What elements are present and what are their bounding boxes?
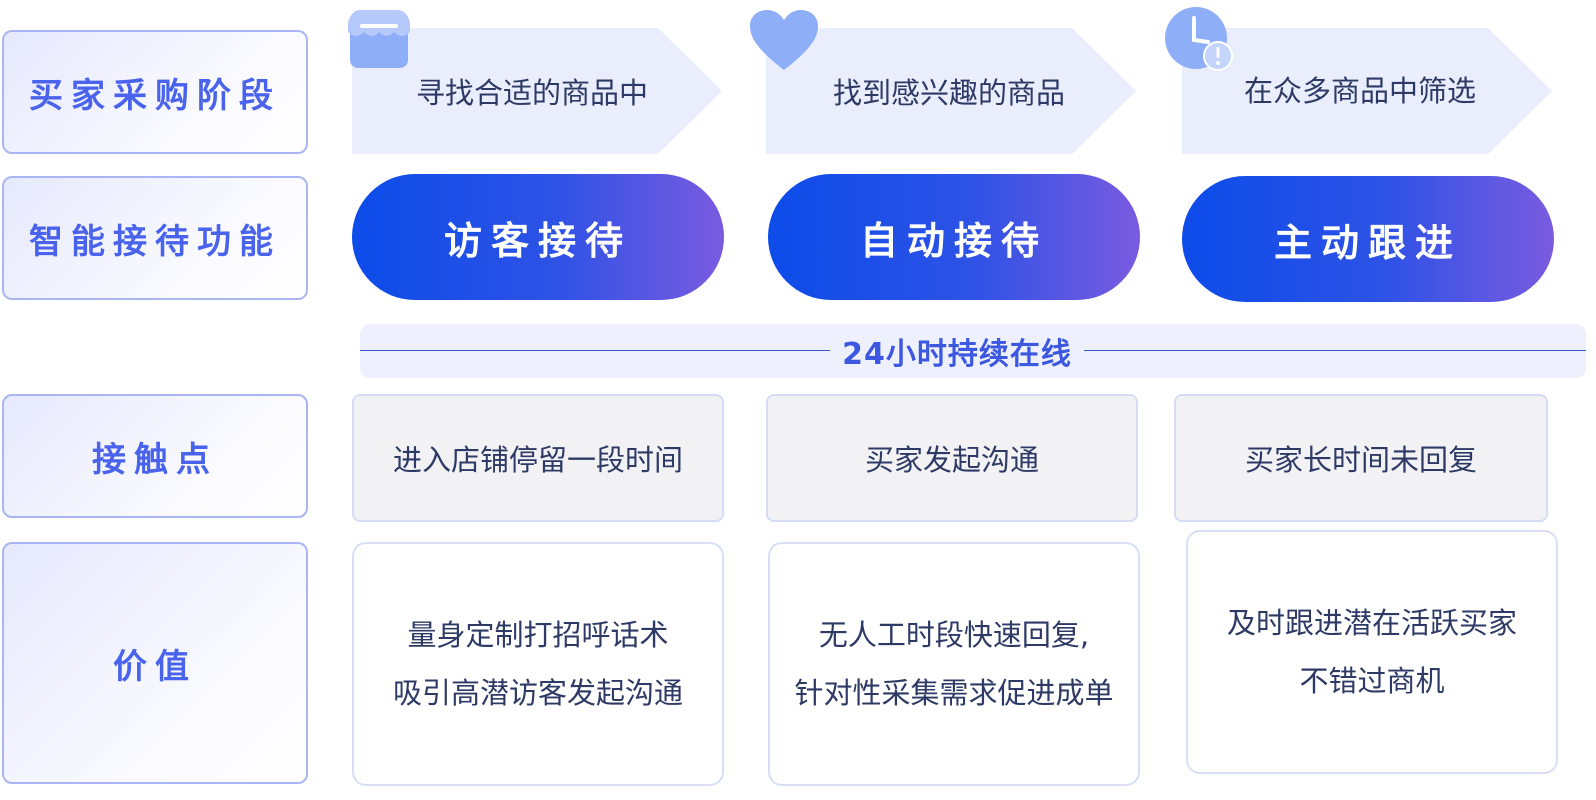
row-label-feature-text: 智能接待功能 xyxy=(29,221,281,262)
store-icon xyxy=(346,8,412,70)
value-text-3-line2: 不错过商机 xyxy=(1299,664,1445,698)
band-line-right xyxy=(1084,350,1586,351)
row-label-value-text: 价值 xyxy=(113,646,197,687)
clock-alert-icon xyxy=(1164,6,1236,76)
touchpoint-box-3: 买家长时间未回复 xyxy=(1174,394,1548,522)
row-label-touchpoint-text: 接触点 xyxy=(92,439,218,480)
value-text-2-line2: 针对性采集需求促进成单 xyxy=(794,676,1114,710)
feature-pill-1: 访客接待 xyxy=(352,174,724,300)
touchpoint-text-2: 买家发起沟通 xyxy=(864,443,1039,477)
stage-arrow-3: 在众多商品中筛选 xyxy=(1182,28,1554,154)
stage-text-3: 在众多商品中筛选 xyxy=(1243,74,1476,108)
band-line-left xyxy=(360,350,830,351)
touchpoint-box-2: 买家发起沟通 xyxy=(766,394,1138,522)
stage-arrow-1: 寻找合适的商品中 xyxy=(352,28,724,154)
band-text: 24小时持续在线 xyxy=(842,337,1072,372)
value-text-3-line1: 及时跟进潜在活跃买家 xyxy=(1226,606,1517,640)
stage-arrow-shape xyxy=(1182,28,1552,154)
feature-pill-text-1: 访客接待 xyxy=(443,218,632,263)
value-box-3: 及时跟进潜在活跃买家 不错过商机 xyxy=(1186,530,1558,774)
row-label-feature: 智能接待功能 xyxy=(2,176,308,300)
stage-text-1: 寻找合适的商品中 xyxy=(415,76,648,110)
row-label-touchpoint: 接触点 xyxy=(2,394,308,518)
feature-pill-2: 自动接待 xyxy=(768,174,1140,300)
stage-text-2: 找到感兴趣的商品 xyxy=(832,76,1065,110)
stage-arrow-2: 找到感兴趣的商品 xyxy=(766,28,1138,154)
online-band: 24小时持续在线 xyxy=(360,324,1586,378)
stage-arrow-shape xyxy=(766,28,1136,154)
feature-pill-text-2: 自动接待 xyxy=(859,218,1048,263)
touchpoint-text-3: 买家长时间未回复 xyxy=(1244,443,1477,477)
row-label-stage: 买家采购阶段 xyxy=(2,30,308,154)
value-box-2: 无人工时段快速回复, 针对性采集需求促进成单 xyxy=(768,542,1140,786)
value-text-1-line1: 量身定制打招呼话术 xyxy=(407,618,669,652)
value-text-1-line2: 吸引高潜访客发起沟通 xyxy=(392,676,683,710)
stage-arrow-shape xyxy=(352,28,722,154)
value-text-2-line1: 无人工时段快速回复, xyxy=(818,618,1090,652)
touchpoint-text-1: 进入店铺停留一段时间 xyxy=(392,443,683,477)
heart-icon xyxy=(748,8,820,72)
row-label-value: 价值 xyxy=(2,542,308,784)
touchpoint-box-1: 进入店铺停留一段时间 xyxy=(352,394,724,522)
value-box-1: 量身定制打招呼话术 吸引高潜访客发起沟通 xyxy=(352,542,724,786)
row-label-stage-text: 买家采购阶段 xyxy=(29,75,281,116)
feature-pill-text-3: 主动跟进 xyxy=(1273,220,1462,265)
feature-pill-3: 主动跟进 xyxy=(1182,176,1554,302)
